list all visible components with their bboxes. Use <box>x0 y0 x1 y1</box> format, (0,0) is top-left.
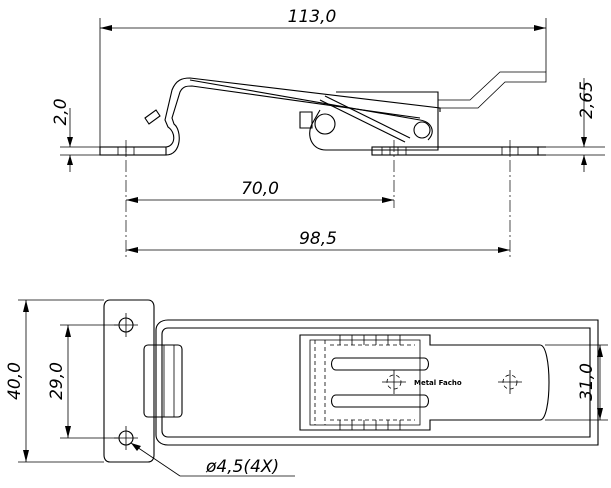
label-hole-spacing-long: 98,5 <box>299 229 337 249</box>
dimension-thickness: 2,0 <box>51 98 100 172</box>
dimension-strike-width: 31,0 <box>545 344 608 421</box>
brand-logo-text: Metal Facho <box>414 379 462 387</box>
label-thickness: 2,0 <box>51 98 71 125</box>
dimension-hole-diameter: ø4,5(4X) <box>130 442 295 477</box>
dimension-hole-spacing-long: 98,5 <box>126 229 510 253</box>
side-view: 113,0 <box>51 7 605 258</box>
dimension-hole-pitch: 29,0 <box>47 324 118 439</box>
dimension-height-right: 2,65 <box>546 78 605 172</box>
dimension-hole-spacing-short: 70,0 <box>126 179 394 203</box>
label-hole-spacing-short: 70,0 <box>241 179 279 199</box>
label-strike-width: 31,0 <box>577 363 597 401</box>
label-hole-diameter: ø4,5(4X) <box>205 457 279 477</box>
dimension-base-width: 40,0 <box>5 299 104 463</box>
label-base-width: 40,0 <box>5 362 25 400</box>
dimension-overall-length: 113,0 <box>100 7 546 31</box>
label-overall-length: 113,0 <box>288 7 337 27</box>
plan-view: Metal Facho 40,0 29,0 31,0 <box>5 299 608 477</box>
label-height-right: 2,65 <box>577 81 597 119</box>
label-hole-pitch: 29,0 <box>47 362 67 400</box>
